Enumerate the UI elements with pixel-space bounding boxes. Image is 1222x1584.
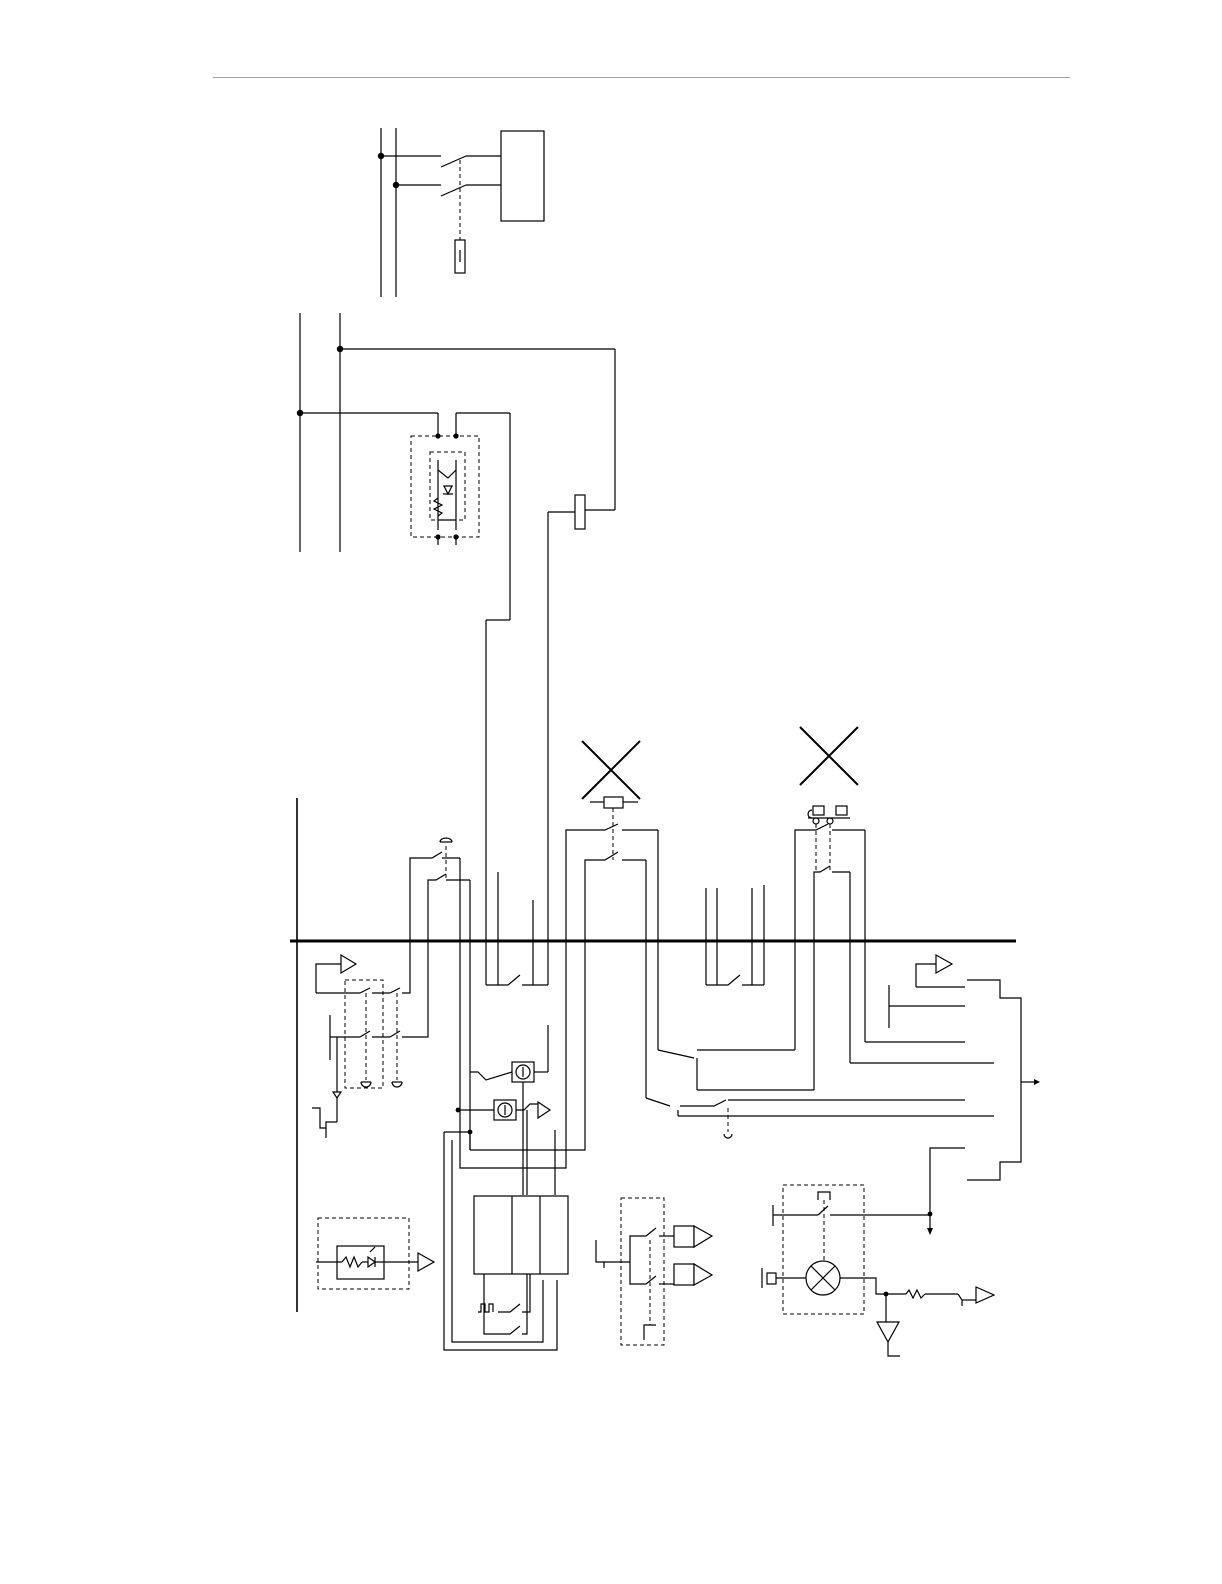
supply-rail-pair-middle [297, 313, 615, 985]
pulse-generator [478, 1274, 530, 1334]
supply-rail-pair-top [378, 128, 399, 297]
controller-wiring [444, 942, 585, 1350]
controller-block [474, 1196, 568, 1274]
led-indicator-module [316, 1218, 434, 1289]
output-bus-arrow [927, 980, 1040, 1235]
field-wiring [498, 872, 764, 985]
push-button-switch [410, 838, 470, 1150]
output-relay-pair [596, 1198, 712, 1345]
bus-contacts [486, 975, 764, 985]
key-switch [795, 806, 865, 1063]
input-module-left [312, 942, 428, 1138]
cross-marker-left [582, 741, 640, 799]
right-bus-wiring [646, 942, 994, 1138]
opto-isolator-module [411, 433, 479, 545]
relay-contact [566, 797, 658, 1098]
two-pole-breaker [381, 156, 501, 240]
antenna-symbol [877, 1294, 900, 1356]
cross-marker-right [800, 727, 858, 785]
load-box [501, 131, 544, 221]
lamp-module [762, 1185, 994, 1314]
breaker-trip-coil [455, 240, 465, 273]
